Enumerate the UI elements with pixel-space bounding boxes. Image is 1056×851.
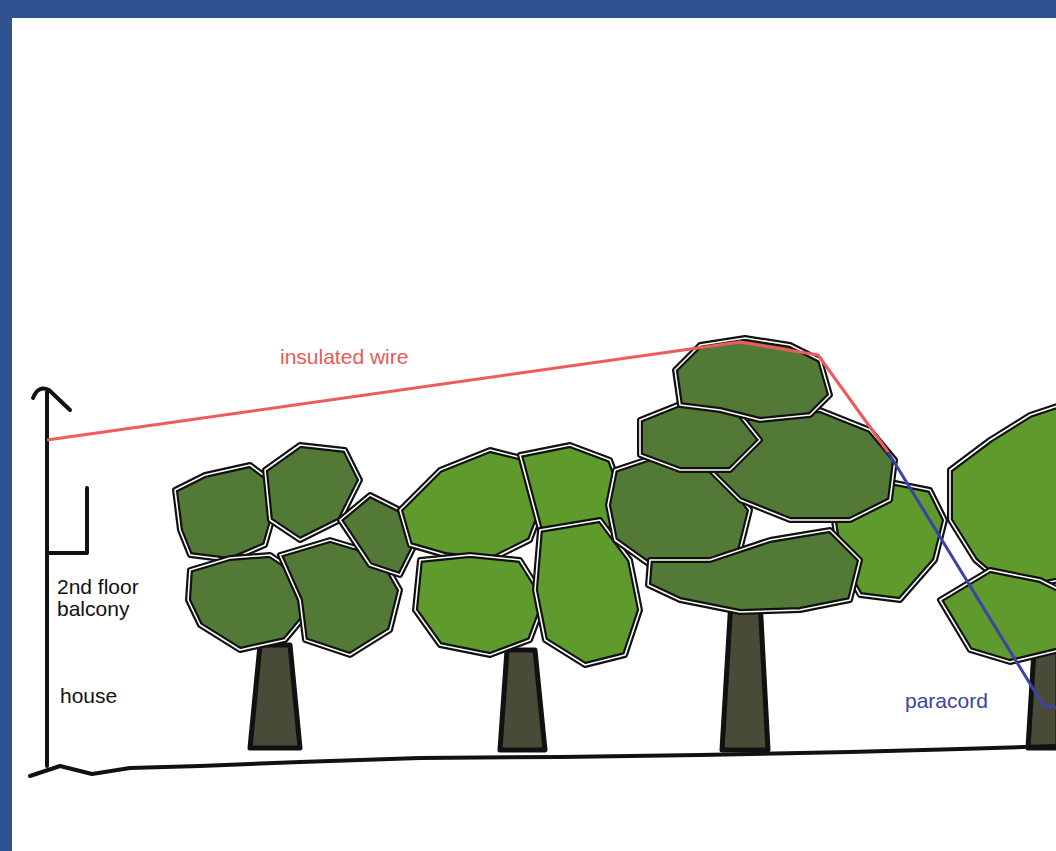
tree-trunk: [722, 600, 768, 750]
canopy-highlight: [415, 555, 545, 655]
canopy-blob: [648, 530, 860, 612]
canopy-highlight: [950, 405, 1056, 590]
house-and-ground: [30, 389, 1056, 776]
canopy-blob: [675, 338, 830, 420]
canopy-blob: [415, 555, 545, 655]
canopy-highlight: [648, 530, 860, 612]
tree-trunk: [500, 650, 545, 750]
house-roof: [33, 389, 70, 410]
canopy-highlight: [175, 465, 275, 560]
balcony-label: 2nd floor balcony: [57, 576, 157, 620]
tree-trunk: [250, 645, 300, 748]
balcony-rail: [48, 488, 87, 553]
tree-trunk: [1028, 650, 1056, 748]
paracord-line: [888, 452, 1056, 708]
tree-canopies: [175, 338, 1056, 665]
canopy-blob: [950, 405, 1056, 590]
insulated-wire: [47, 342, 888, 452]
paracord-label: paracord: [905, 690, 988, 712]
canopy-highlight: [940, 570, 1056, 662]
paper-ground: [12, 18, 1056, 851]
wire-label: insulated wire: [280, 346, 408, 368]
house-wall: [45, 392, 49, 766]
ground-line: [30, 746, 1056, 776]
canopy-blob: [175, 465, 275, 560]
canopy-blob: [940, 570, 1056, 662]
house-label: house: [60, 685, 117, 707]
canopy-highlight: [675, 338, 830, 420]
